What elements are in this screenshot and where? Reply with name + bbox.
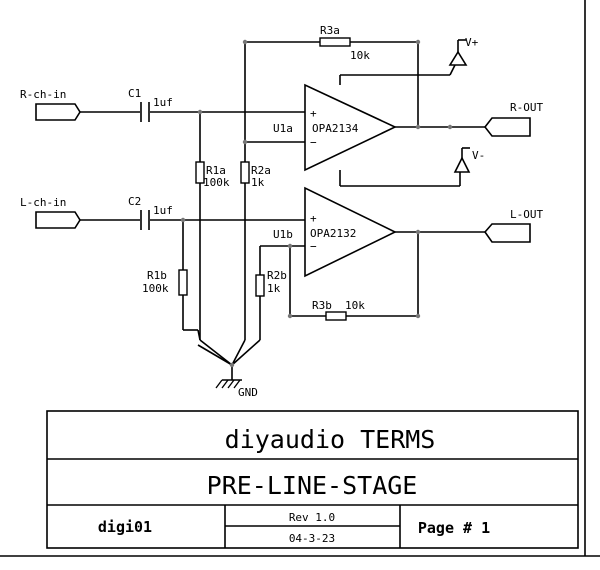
resistor-r2b-icon — [255, 274, 265, 297]
u1b-part: OPA2132 — [310, 227, 356, 240]
r-ch-in-port — [35, 103, 81, 121]
r-out-label: R-OUT — [510, 101, 543, 114]
r2b-value: 1k — [267, 282, 281, 295]
resistor-r3a-icon — [319, 37, 351, 47]
u1b-ref: U1b — [273, 228, 293, 241]
r1b-value: 100k — [142, 282, 169, 295]
wires — [80, 41, 485, 380]
c2-value: 1uf — [153, 204, 173, 217]
r2a-value: 1k — [251, 176, 265, 189]
opamp-u1b-icon — [304, 186, 397, 278]
l-ch-in-label: L-ch-in — [20, 196, 66, 209]
c1-value: 1uf — [153, 96, 173, 109]
vneg-label: V- — [472, 149, 485, 162]
r1a-value: 100k — [203, 176, 230, 189]
l-out-port — [483, 223, 531, 243]
u1a-ref: U1a — [273, 122, 293, 135]
capacitor-c1-icon — [140, 102, 150, 122]
vneg-flag-icon — [453, 147, 471, 173]
r3a-ref: R3a — [320, 24, 340, 37]
vpos-label: V+ — [465, 36, 479, 49]
date: 04-3-23 — [289, 532, 335, 545]
u1a-plus: + — [310, 107, 317, 120]
junction-dots — [180, 39, 453, 368]
sheet-border — [0, 0, 600, 557]
opamp-u1a-icon — [304, 83, 397, 172]
r2b-ref: R2b — [267, 269, 287, 282]
resistor-r1a-icon — [195, 161, 205, 184]
sheet-title: PRE-LINE-STAGE — [207, 471, 418, 500]
u1b-plus: + — [310, 212, 317, 225]
c1-ref: C1 — [128, 87, 141, 100]
resistor-r3b-icon — [325, 311, 347, 321]
page-number: Page # 1 — [418, 519, 490, 537]
l-ch-in-port — [35, 211, 81, 229]
resistor-r2a-icon — [240, 161, 250, 184]
r3a-value: 10k — [350, 49, 370, 62]
r3b-value: 10k — [345, 299, 365, 312]
ground-icon — [215, 379, 242, 389]
resistor-r1b-icon — [178, 269, 188, 296]
r1b-ref: R1b — [147, 269, 167, 282]
author: digi01 — [98, 518, 152, 536]
r2a-ref: R2a — [251, 164, 271, 177]
u1b-minus: − — [310, 240, 317, 253]
capacitor-c2-icon — [140, 210, 150, 230]
title-block — [46, 410, 579, 549]
revision: Rev 1.0 — [289, 511, 335, 524]
vpos-flag-icon — [448, 39, 468, 66]
r1a-ref: R1a — [206, 164, 226, 177]
r3b-ref: R3b — [312, 299, 332, 312]
r-ch-in-label: R-ch-in — [20, 88, 66, 101]
u1a-part: OPA2134 — [312, 122, 359, 135]
c2-ref: C2 — [128, 195, 141, 208]
gnd-label: GND — [238, 386, 258, 399]
l-out-label: L-OUT — [510, 208, 543, 221]
company-title: diyaudio TERMS — [225, 425, 436, 454]
u1a-minus: − — [310, 136, 317, 149]
r-out-port — [483, 117, 531, 137]
